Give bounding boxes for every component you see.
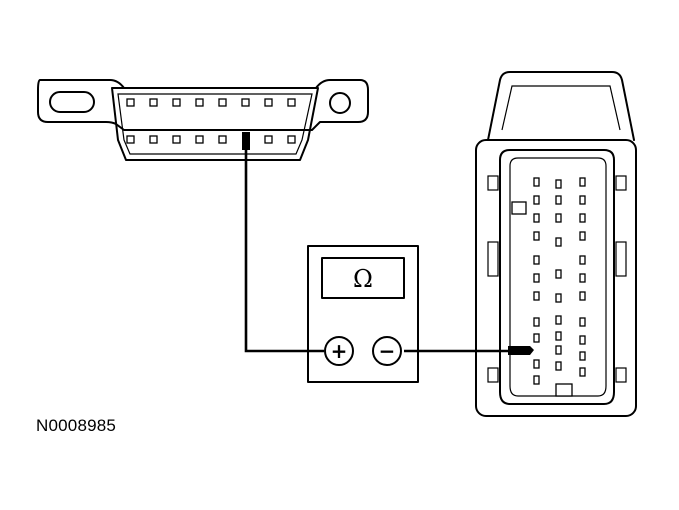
dlc-pins-top bbox=[126, 98, 296, 107]
negative-terminal-label: − bbox=[379, 339, 396, 363]
module-latch bbox=[487, 71, 635, 141]
positive-terminal bbox=[324, 336, 354, 366]
module-pins bbox=[533, 177, 586, 385]
obd-connector-icon bbox=[37, 79, 369, 161]
module-tab-bottom bbox=[555, 383, 573, 397]
dlc-body bbox=[111, 87, 319, 161]
module-key-left-mid bbox=[487, 241, 499, 277]
negative-terminal bbox=[372, 336, 402, 366]
dlc-mount-slot bbox=[49, 91, 95, 113]
module-shroud-inner bbox=[509, 157, 607, 397]
module-key-right-low bbox=[615, 367, 627, 383]
module-probed-pin bbox=[508, 346, 534, 355]
positive-terminal-label: + bbox=[331, 339, 348, 363]
figure-reference-id: N0008985 bbox=[36, 416, 117, 435]
module-key-left-low bbox=[487, 367, 499, 383]
ohmmeter-icon: Ω + − bbox=[307, 245, 419, 383]
positive-test-lead bbox=[244, 150, 324, 353]
module-key-right-top bbox=[615, 175, 627, 191]
module-housing bbox=[475, 139, 637, 417]
module-key-right-mid bbox=[615, 241, 627, 277]
dlc-mount-hole bbox=[329, 92, 351, 114]
module-latch-window bbox=[501, 85, 621, 131]
dlc-body-inner bbox=[117, 93, 313, 155]
meter-display bbox=[321, 257, 405, 299]
dlc-probed-pin bbox=[242, 132, 250, 150]
module-shroud bbox=[499, 149, 615, 405]
meter-case bbox=[307, 245, 419, 383]
module-key-left-top bbox=[487, 175, 499, 191]
module-tab-upper bbox=[511, 201, 527, 215]
meter-ohm-symbol: Ω bbox=[353, 265, 373, 293]
dlc-pins-bottom bbox=[126, 135, 296, 144]
module-connector-icon bbox=[475, 71, 637, 417]
